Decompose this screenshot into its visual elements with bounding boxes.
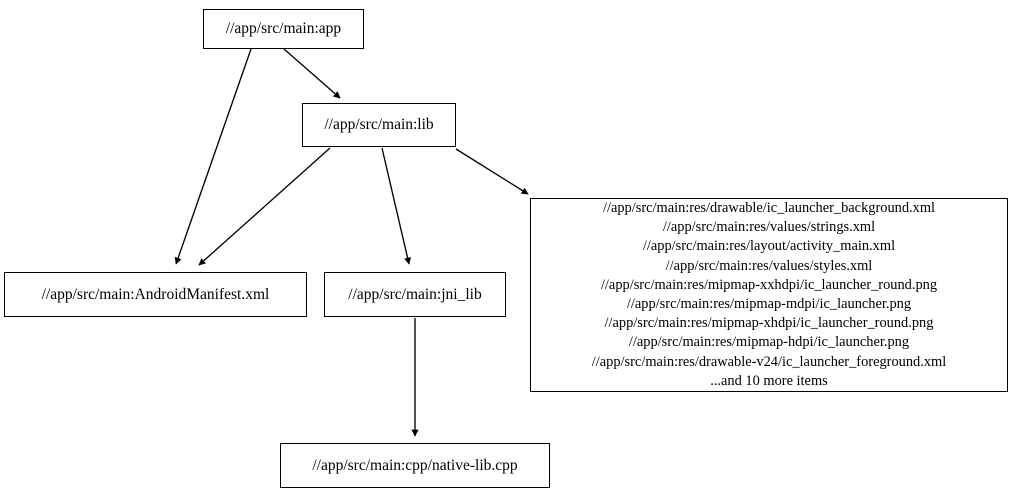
node-jni-lib-label: //app/src/main:jni_lib <box>348 285 482 303</box>
node-app[interactable]: //app/src/main:app <box>203 9 364 49</box>
node-jni-lib[interactable]: //app/src/main:jni_lib <box>324 272 506 317</box>
node-android-manifest-label: //app/src/main:AndroidManifest.xml <box>41 285 270 303</box>
node-android-manifest[interactable]: //app/src/main:AndroidManifest.xml <box>4 272 307 317</box>
edge-lib-to-manifest <box>198 147 331 266</box>
edge-lib-to-res-group <box>455 148 529 195</box>
node-lib[interactable]: //app/src/main:lib <box>302 103 456 147</box>
edge-app-to-manifest <box>174 48 252 265</box>
node-app-label: //app/src/main:app <box>225 20 342 38</box>
node-res-group-label: //app/src/main:res/drawable/ic_launcher_… <box>591 199 947 389</box>
edge-app-to-lib <box>283 48 341 99</box>
node-native-lib-cpp-label: //app/src/main:cpp/native-lib.cpp <box>312 456 518 474</box>
node-native-lib-cpp[interactable]: //app/src/main:cpp/native-lib.cpp <box>280 443 550 488</box>
node-lib-label: //app/src/main:lib <box>324 116 434 134</box>
edge-lib-to-jni-lib <box>381 147 411 265</box>
node-res-group[interactable]: //app/src/main:res/drawable/ic_launcher_… <box>530 198 1008 392</box>
